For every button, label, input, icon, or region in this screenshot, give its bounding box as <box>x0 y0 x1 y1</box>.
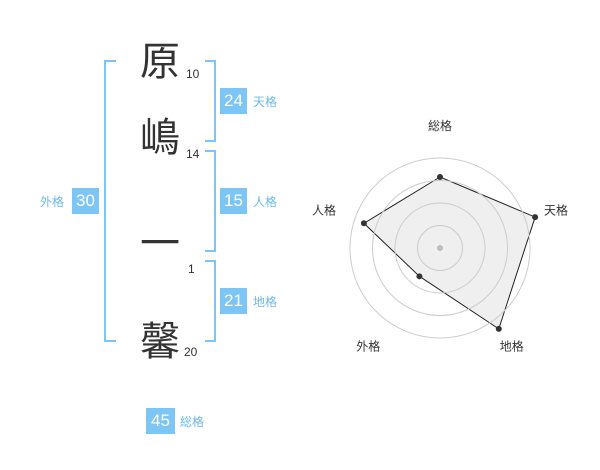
jinkaku-bracket <box>205 150 216 252</box>
gaikaku-value: 30 <box>72 188 99 214</box>
radar-axis-label-3: 地格 <box>500 339 524 354</box>
jinkaku-label: 人格 <box>253 195 278 209</box>
stroke-count-1: 10 <box>186 67 200 81</box>
tenkaku-label: 天格 <box>253 95 278 109</box>
gaikaku-bracket <box>104 60 116 342</box>
radar-axis-label-1: 総格 <box>428 118 452 133</box>
soukaku-value: 45 <box>146 408 175 434</box>
gaikaku-label: 外格 <box>40 195 65 209</box>
radar-center-dot <box>437 245 443 251</box>
tenkaku-value: 24 <box>220 88 247 114</box>
stroke-count-4: 20 <box>184 345 198 359</box>
radar-point-1 <box>437 174 443 180</box>
name-char-4: 馨 <box>140 319 180 365</box>
radar-value-polygon <box>363 176 536 330</box>
soukaku-label: 総格 <box>180 415 205 429</box>
chikaku-label: 地格 <box>253 295 278 309</box>
radar-point-2 <box>532 214 539 221</box>
radar-grid-ring <box>372 180 508 316</box>
radar-axis-label-4: 外格 <box>356 339 380 354</box>
stroke-count-3: 1 <box>188 262 195 276</box>
radar-grid-ring <box>394 202 486 294</box>
name-char-3: 一 <box>140 221 180 267</box>
tenkaku-bracket <box>205 60 216 142</box>
radar-grid-ring <box>417 225 463 271</box>
chikaku-bracket <box>205 260 216 342</box>
radar-point-4 <box>416 273 423 280</box>
jinkaku-value: 15 <box>220 188 247 214</box>
name-char-1: 原 <box>140 39 180 85</box>
stroke-count-2: 14 <box>186 147 200 161</box>
radar-point-3 <box>495 325 502 332</box>
chikaku-value: 21 <box>220 288 247 314</box>
radar-axis-label-5: 人格 <box>312 202 336 217</box>
radar-point-5 <box>360 220 367 227</box>
radar-axis-label-2: 天格 <box>544 202 568 217</box>
name-char-2: 嶋 <box>140 115 180 161</box>
radar-grid-ring <box>349 157 531 339</box>
